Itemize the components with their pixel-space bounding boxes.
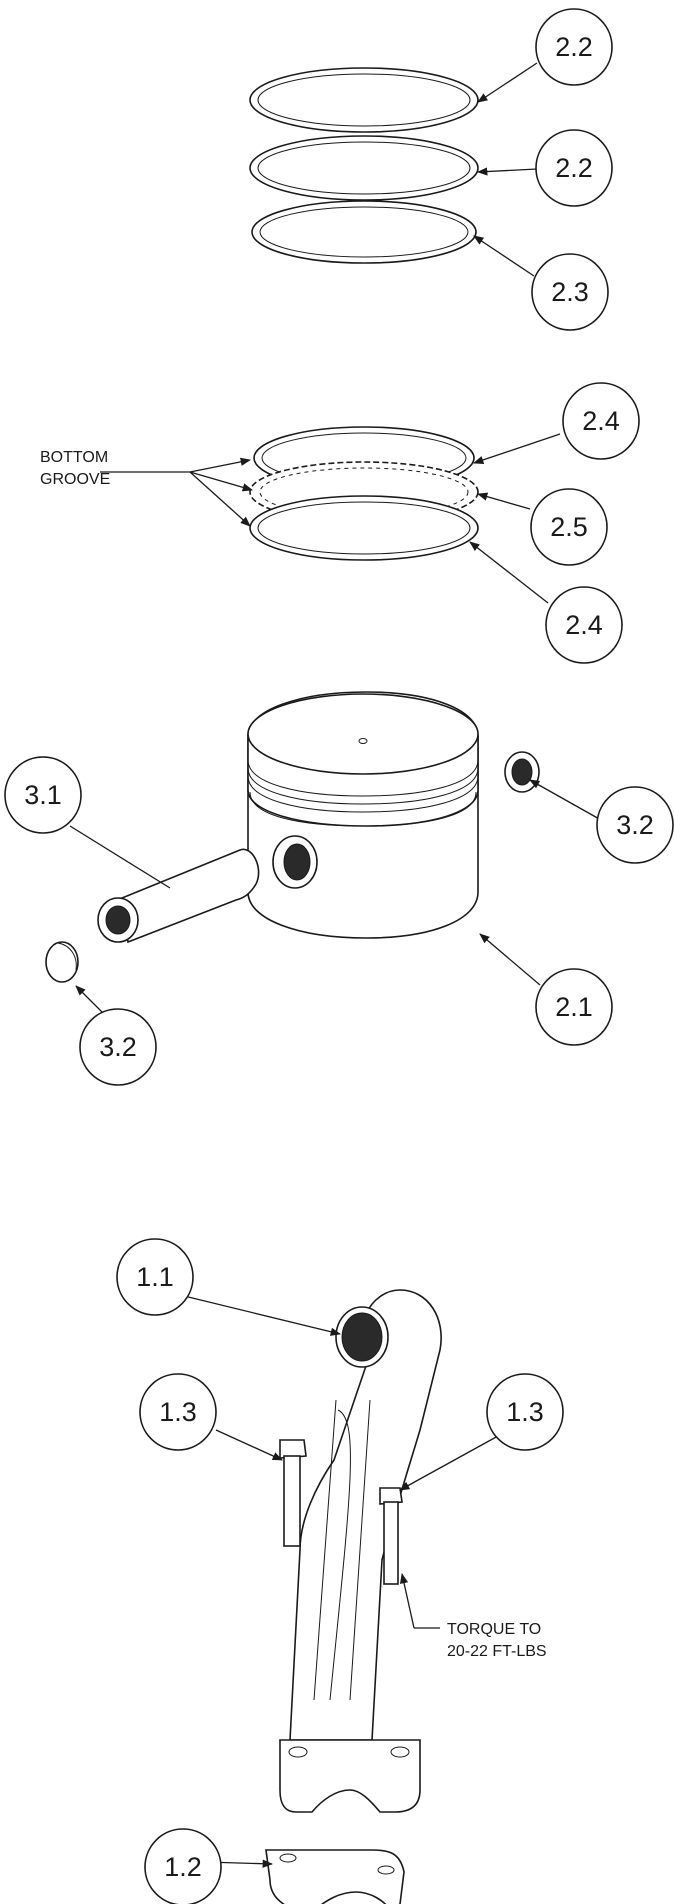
callout-label: 3.2: [99, 1032, 137, 1062]
callout-label: 2.5: [550, 512, 588, 542]
callout-rod-cap: 1.2: [144, 1828, 222, 1904]
oil-ring-rail: [251, 200, 477, 264]
rod-cap: [265, 1849, 405, 1904]
pin-clip-right: [504, 751, 540, 793]
wrist-pin: [97, 848, 260, 944]
compression-ring-2: [249, 135, 479, 201]
callout-ring-top-2: 2.2: [535, 129, 613, 207]
callout-label: 3.1: [24, 780, 62, 810]
callout-label: 2.4: [582, 406, 620, 436]
oil-ring-rail-lower: [249, 495, 479, 561]
callout-label: 2.3: [551, 277, 589, 307]
callout-label: 2.1: [555, 992, 593, 1022]
callout-label: 3.2: [616, 810, 654, 840]
callout-label: 2.4: [565, 610, 603, 640]
bottom-groove-note-line1: BOTTOM: [40, 449, 108, 466]
callout-ring-top-1: 2.2: [535, 8, 613, 86]
callout-ring-oil-rail: 2.3: [531, 253, 609, 331]
callout-ring-rail-lower: 2.4: [545, 586, 623, 664]
rod-bolt-right: [379, 1487, 403, 1585]
piston: [247, 691, 479, 939]
callout-wrist-pin: 3.1: [4, 756, 82, 834]
callout-ring-rail-upper: 2.4: [562, 382, 640, 460]
torque-note-line1: TORQUE TO: [447, 1621, 541, 1638]
callout-con-rod: 1.1: [116, 1238, 194, 1316]
callout-piston: 2.1: [535, 968, 613, 1046]
callout-pin-clip-left: 3.2: [79, 1008, 157, 1086]
callout-label: 1.1: [136, 1262, 174, 1292]
callout-pin-clip-right: 3.2: [596, 786, 674, 864]
callout-bolt-right: 1.3: [486, 1373, 564, 1451]
callout-label: 1.2: [164, 1852, 202, 1882]
torque-note-line2: 20-22 FT-LBS: [447, 1643, 547, 1660]
callout-label: 2.2: [555, 153, 593, 183]
callout-label: 2.2: [555, 32, 593, 62]
connecting-rod: [279, 1289, 442, 1813]
callout-ring-expander: 2.5: [530, 488, 608, 566]
bottom-groove-note-line2: GROOVE: [40, 471, 110, 488]
compression-ring-1: [249, 67, 479, 133]
pin-clip-left: [45, 941, 79, 983]
callout-bolt-left: 1.3: [139, 1373, 217, 1451]
rod-bolt-left: [279, 1439, 307, 1547]
callout-label: 1.3: [506, 1397, 544, 1427]
callout-label: 1.3: [159, 1397, 197, 1427]
